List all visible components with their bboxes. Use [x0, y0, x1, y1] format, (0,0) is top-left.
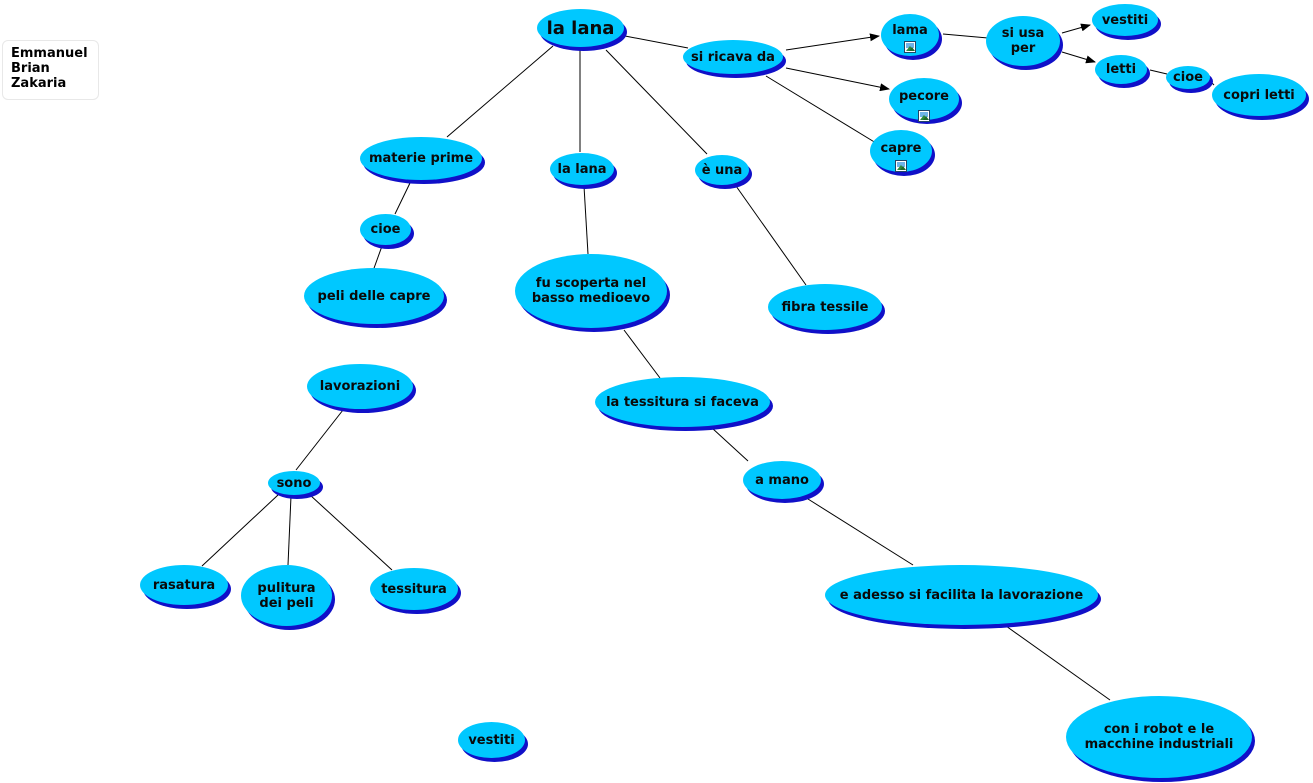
- edge-tessitura-a-mano: [711, 427, 749, 462]
- node-label: pecore: [899, 89, 949, 104]
- node-label: è una: [701, 162, 743, 178]
- node-letti[interactable]: letti: [1095, 55, 1147, 84]
- edge-cioe-peli: [372, 245, 383, 272]
- node-label: la tessitura si faceva: [606, 394, 759, 410]
- node-label: lavorazioni: [319, 379, 401, 394]
- node-capre[interactable]: capre: [870, 130, 932, 172]
- edge-sono-rasatura: [201, 494, 279, 567]
- edge-si-ricava-da-lama: [785, 33, 880, 51]
- node-label: vestiti: [468, 732, 515, 748]
- authors-box: Emmanuel Brian Zakaria: [2, 40, 99, 100]
- node-label: fibra tessile: [781, 299, 869, 315]
- node-tessitura-si-faceva[interactable]: la tessitura si faceva: [595, 377, 770, 427]
- node-label: materie prime: [368, 151, 474, 166]
- node-e-adesso[interactable]: e adesso si facilita la lavorazione: [825, 565, 1098, 625]
- node-label: fu scoperta nel basso medioevo: [531, 276, 651, 306]
- node-pulitura[interactable]: pulitura dei peli: [241, 565, 332, 626]
- picture-icon: [904, 41, 916, 53]
- edge-cioe-copri-letti: [1208, 79, 1215, 86]
- edge-lavorazioni-sono: [295, 409, 344, 471]
- node-cioe-right[interactable]: cioe: [1166, 66, 1210, 89]
- node-cioe-left[interactable]: cioe: [360, 214, 411, 245]
- node-label: si ricava da: [691, 49, 775, 65]
- node-label: lama: [892, 23, 928, 38]
- node-label: la lana: [546, 17, 615, 39]
- node-peli-delle-capre[interactable]: peli delle capre: [304, 268, 444, 324]
- node-e-una[interactable]: è una: [695, 155, 749, 185]
- edge-e-adesso-con-i-robot: [1005, 625, 1111, 701]
- node-label: cioe: [1173, 70, 1203, 85]
- edge-si-usa-per-letti: [1061, 51, 1096, 64]
- node-label: cioe: [370, 222, 401, 237]
- picture-icon: [895, 160, 907, 172]
- node-label: a mano: [755, 472, 809, 488]
- author-name: Zakaria: [11, 76, 67, 91]
- edge-root-e-una: [605, 49, 708, 155]
- node-label: tessitura: [381, 581, 447, 597]
- node-label: peli delle capre: [317, 288, 431, 304]
- node-a-mano[interactable]: a mano: [743, 461, 821, 499]
- node-sono[interactable]: sono: [268, 471, 320, 495]
- node-lama[interactable]: lama: [881, 14, 939, 56]
- node-label: e adesso si facilita la lavorazione: [839, 587, 1084, 603]
- node-lavorazioni[interactable]: lavorazioni: [307, 364, 413, 409]
- node-vestiti-bottom[interactable]: vestiti: [458, 722, 525, 758]
- edge-letti-cioe: [1149, 69, 1168, 75]
- node-label: rasatura: [152, 577, 216, 593]
- node-materie-prime[interactable]: materie prime: [360, 137, 482, 180]
- author-name: Brian: [11, 61, 50, 76]
- node-la-lana-sub[interactable]: la lana: [550, 153, 614, 185]
- node-label: si usa per: [1001, 26, 1045, 56]
- node-con-i-robot[interactable]: con i robot e le macchine industriali: [1066, 696, 1252, 778]
- node-label: copri letti: [1223, 87, 1295, 103]
- node-label: la lana: [557, 161, 607, 177]
- edge-sono-pulitura: [287, 495, 292, 566]
- edge-lama-si-usa-per: [942, 33, 989, 39]
- node-si-ricava-da[interactable]: si ricava da: [683, 40, 783, 74]
- node-copri-letti[interactable]: copri letti: [1212, 74, 1306, 116]
- node-si-usa-per[interactable]: si usa per: [986, 16, 1060, 66]
- edge-la-lana-fu-scoperta: [583, 185, 589, 255]
- edge-e-una-fibra: [735, 185, 807, 286]
- node-root-la-lana[interactable]: la lana: [537, 9, 624, 47]
- edge-sono-tessitura: [309, 494, 393, 571]
- node-label: pulitura dei peli: [257, 580, 316, 611]
- edge-si-ricava-da-capre: [765, 75, 877, 144]
- node-fibra-tessile[interactable]: fibra tessile: [768, 284, 882, 330]
- node-vestiti-top[interactable]: vestiti: [1092, 4, 1158, 36]
- node-label: vestiti: [1101, 12, 1149, 28]
- edge-fu-scoperta-tessitura: [623, 329, 661, 379]
- node-label: sono: [276, 475, 312, 491]
- edge-materie-prime-cioe: [394, 182, 411, 215]
- node-tessitura[interactable]: tessitura: [370, 568, 458, 610]
- node-label: con i robot e le macchine industriali: [1084, 722, 1234, 752]
- node-label: capre: [880, 141, 922, 156]
- edge-si-usa-per-vestiti: [1061, 23, 1091, 34]
- edge-a-mano-e-adesso: [807, 498, 914, 566]
- edge-si-ricava-da-pecore: [785, 67, 890, 92]
- picture-icon: [918, 110, 930, 122]
- node-rasatura[interactable]: rasatura: [140, 565, 228, 605]
- edge-root-si-ricava-da: [624, 35, 689, 49]
- author-name: Emmanuel: [11, 46, 88, 61]
- node-fu-scoperta[interactable]: fu scoperta nel basso medioevo: [515, 254, 667, 328]
- node-label: letti: [1105, 62, 1137, 77]
- edge-root-materie-prime: [446, 45, 554, 138]
